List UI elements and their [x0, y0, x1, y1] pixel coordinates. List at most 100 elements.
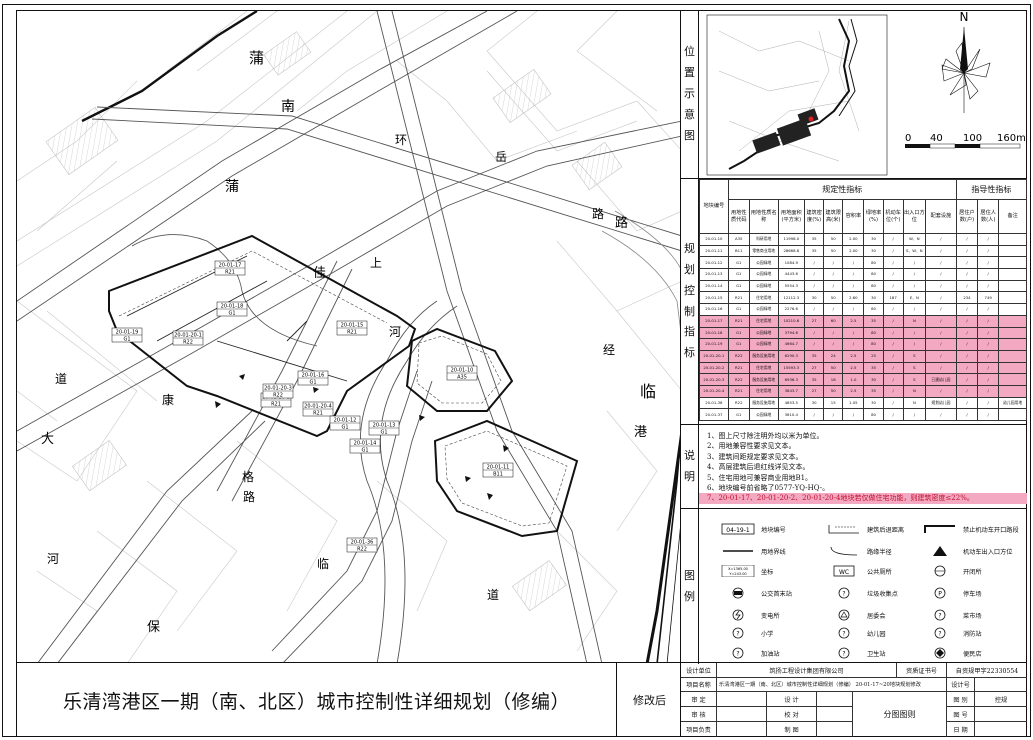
plot-id: 20-01-16 — [302, 373, 325, 379]
table-cell: 60 — [823, 314, 844, 328]
legend-symbol-icon — [923, 545, 957, 557]
table-cell: 27 — [804, 314, 825, 328]
legend-symbol-icon — [923, 565, 957, 577]
table-cell: 2.00 — [842, 244, 865, 258]
legend-label: 路缘半径 — [867, 548, 892, 556]
table-cell — [998, 326, 1027, 340]
table-cell: / — [882, 384, 904, 398]
table-cell: / — [882, 244, 904, 258]
table-cell: / — [925, 408, 957, 421]
table-cell: / — [882, 396, 904, 410]
table-cell: / — [977, 396, 1000, 410]
legend-item: 建筑后退距离 — [827, 523, 904, 535]
table-cell: / — [842, 256, 865, 270]
plot-type: R22 — [183, 340, 193, 346]
table-cell: / — [823, 408, 844, 421]
table-cell: / — [925, 268, 957, 281]
setback-lines — [118, 250, 568, 527]
street-label: 经 — [603, 343, 615, 357]
table-cell: / — [977, 233, 1000, 246]
table-cell: 24 — [823, 349, 844, 363]
notes-area: 1、图上尺寸除注明外均以米为单位。2、用地兼容性要求见文本。3、建筑间距规定要求… — [699, 425, 1027, 509]
table-cell — [998, 303, 1027, 316]
table-cell: 20-01-17 — [699, 314, 729, 328]
table-cell: G1 — [727, 279, 750, 293]
legend-label: 小学 — [761, 630, 774, 638]
table-cell: 35 — [804, 233, 825, 246]
legend-symbol-icon — [721, 587, 755, 599]
table-cell: 50 — [823, 361, 844, 375]
plot-id: 20-01-13 — [373, 423, 396, 429]
table-cell: / — [925, 384, 957, 398]
table-cell: / — [823, 303, 844, 316]
legend-symbol-icon — [923, 647, 957, 659]
railway — [645, 434, 680, 662]
table-cell: / — [842, 408, 865, 421]
table-cell — [998, 408, 1027, 421]
table-cell: 35 — [804, 349, 825, 363]
binding-indicators-header: 规定性指标 — [727, 179, 957, 200]
table-cell: E、N — [902, 291, 927, 305]
street-label: 保 — [147, 620, 160, 635]
draw-value — [817, 722, 853, 737]
table-cell: N — [902, 314, 927, 328]
table-cell: G1 — [727, 268, 750, 281]
legend-item: 用地界线 — [721, 545, 786, 557]
table-cell: B11 — [727, 244, 750, 258]
table-cell: 3843.7 — [777, 384, 806, 398]
legend-item: 居委会 — [827, 609, 886, 621]
river-bank — [614, 210, 680, 269]
legend-symbol-icon: ? — [721, 627, 755, 639]
legend-label: 变电所 — [761, 612, 780, 620]
legend-symbol-text: ? — [842, 591, 845, 598]
legend-symbol-icon — [827, 609, 861, 621]
table-cell: R22 — [727, 349, 750, 363]
table-cell: / — [804, 268, 825, 281]
table-cell: 住宅用地 — [748, 384, 779, 398]
table-cell: / — [955, 314, 979, 328]
table-cell: 15593.3 — [777, 361, 806, 375]
table-cell: 2.60 — [842, 291, 865, 305]
table-cell: 80 — [863, 268, 884, 281]
table-cell: / — [977, 256, 1000, 270]
coord-x: X=1365.00 — [728, 567, 748, 571]
design-no-value — [975, 678, 1027, 692]
control-label-char: 控 — [684, 283, 695, 297]
table-cell — [998, 244, 1027, 258]
table-cell: 公园绿地 — [748, 256, 779, 270]
design-unit: 筑扬工程设计集团有限公司 — [717, 663, 897, 678]
col-header: 用地性质代码 — [727, 199, 750, 234]
table-cell: 已建幼儿园 — [925, 373, 957, 386]
street-label: 格 — [242, 469, 254, 484]
location-map-area: N 0 40 100 160m — [699, 10, 1027, 179]
check-value — [817, 707, 853, 722]
table-cell: 2.5 — [842, 384, 865, 398]
table-cell: 科研用地 — [748, 233, 779, 246]
table-cell: 服务设施用地 — [748, 396, 779, 410]
table-cell: / — [902, 338, 927, 351]
table-cell: / — [977, 338, 1000, 351]
legend-symbol-icon: ? — [923, 627, 957, 639]
legend-label: 用地界线 — [761, 548, 786, 556]
project-label: 项目名称 — [681, 678, 717, 692]
legend-symbol-icon: WC — [827, 565, 861, 577]
location-map: N 0 40 100 160m — [706, 10, 1026, 176]
control-indicator-table: 地块编号规定性指标指导性指标用地性质代码用地性质名称用地面积(平方米)建筑密度(… — [699, 179, 1027, 421]
table-cell: 20-01-14 — [699, 279, 729, 293]
scale-tick-2: 100 — [963, 133, 982, 144]
table-cell: / — [842, 268, 865, 281]
table-cell: R21 — [727, 291, 750, 305]
plot-type: R21 — [271, 402, 281, 408]
project-lead-value — [717, 722, 767, 737]
table-cell: / — [804, 256, 825, 270]
scale-tick-1: 40 — [930, 133, 943, 144]
approve-value — [717, 692, 767, 707]
table-cell: 20-01-13 — [699, 268, 729, 281]
table-cell: 公园绿地 — [748, 279, 779, 293]
